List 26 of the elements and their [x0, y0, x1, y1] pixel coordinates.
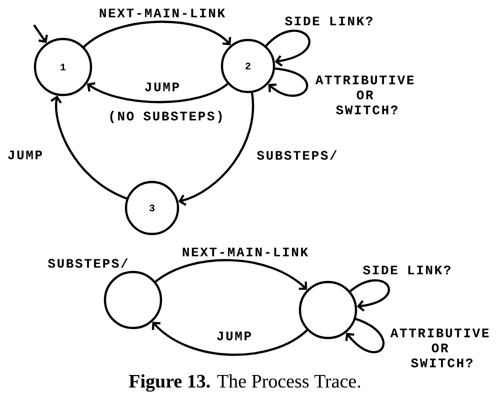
arrow [178, 92, 254, 206]
state-circle [298, 280, 358, 340]
caption: Figure 13. The Process Trace. [128, 374, 360, 392]
loop-arrow [265, 30, 310, 67]
state-circle [104, 270, 162, 330]
loop-arrow [350, 279, 390, 312]
edge-label: JUMP [143, 82, 181, 92]
arrow [86, 82, 228, 104]
edge-label: NEXT-MAIN-LINK [180, 246, 310, 258]
start-arrow [33, 24, 48, 44]
state-note: SUBSTEPS/ [48, 258, 128, 268]
arrow [152, 322, 308, 356]
edge-label: SIDE LINK? [284, 16, 374, 26]
loop-arrow [268, 67, 308, 97]
edge-label: NEXT-MAIN-LINK [98, 8, 226, 18]
edge-label: SUBSTEPS/ [256, 149, 338, 161]
arrow [83, 20, 232, 48]
loop-arrow [345, 318, 384, 354]
edge-label: JUMP [6, 150, 44, 160]
edge-label: ATTRIBUTIVE OR SWITCH? [314, 74, 420, 116]
edge-label: SIDE LINK? [362, 264, 452, 276]
arrow [50, 96, 128, 200]
condition-label: (NO SUBSTEPS) [110, 110, 222, 124]
edge-label: ATTRIBUTIVE OR SWITCH? [389, 328, 495, 368]
edge-label: JUMP [215, 330, 253, 342]
arrow [154, 259, 308, 290]
